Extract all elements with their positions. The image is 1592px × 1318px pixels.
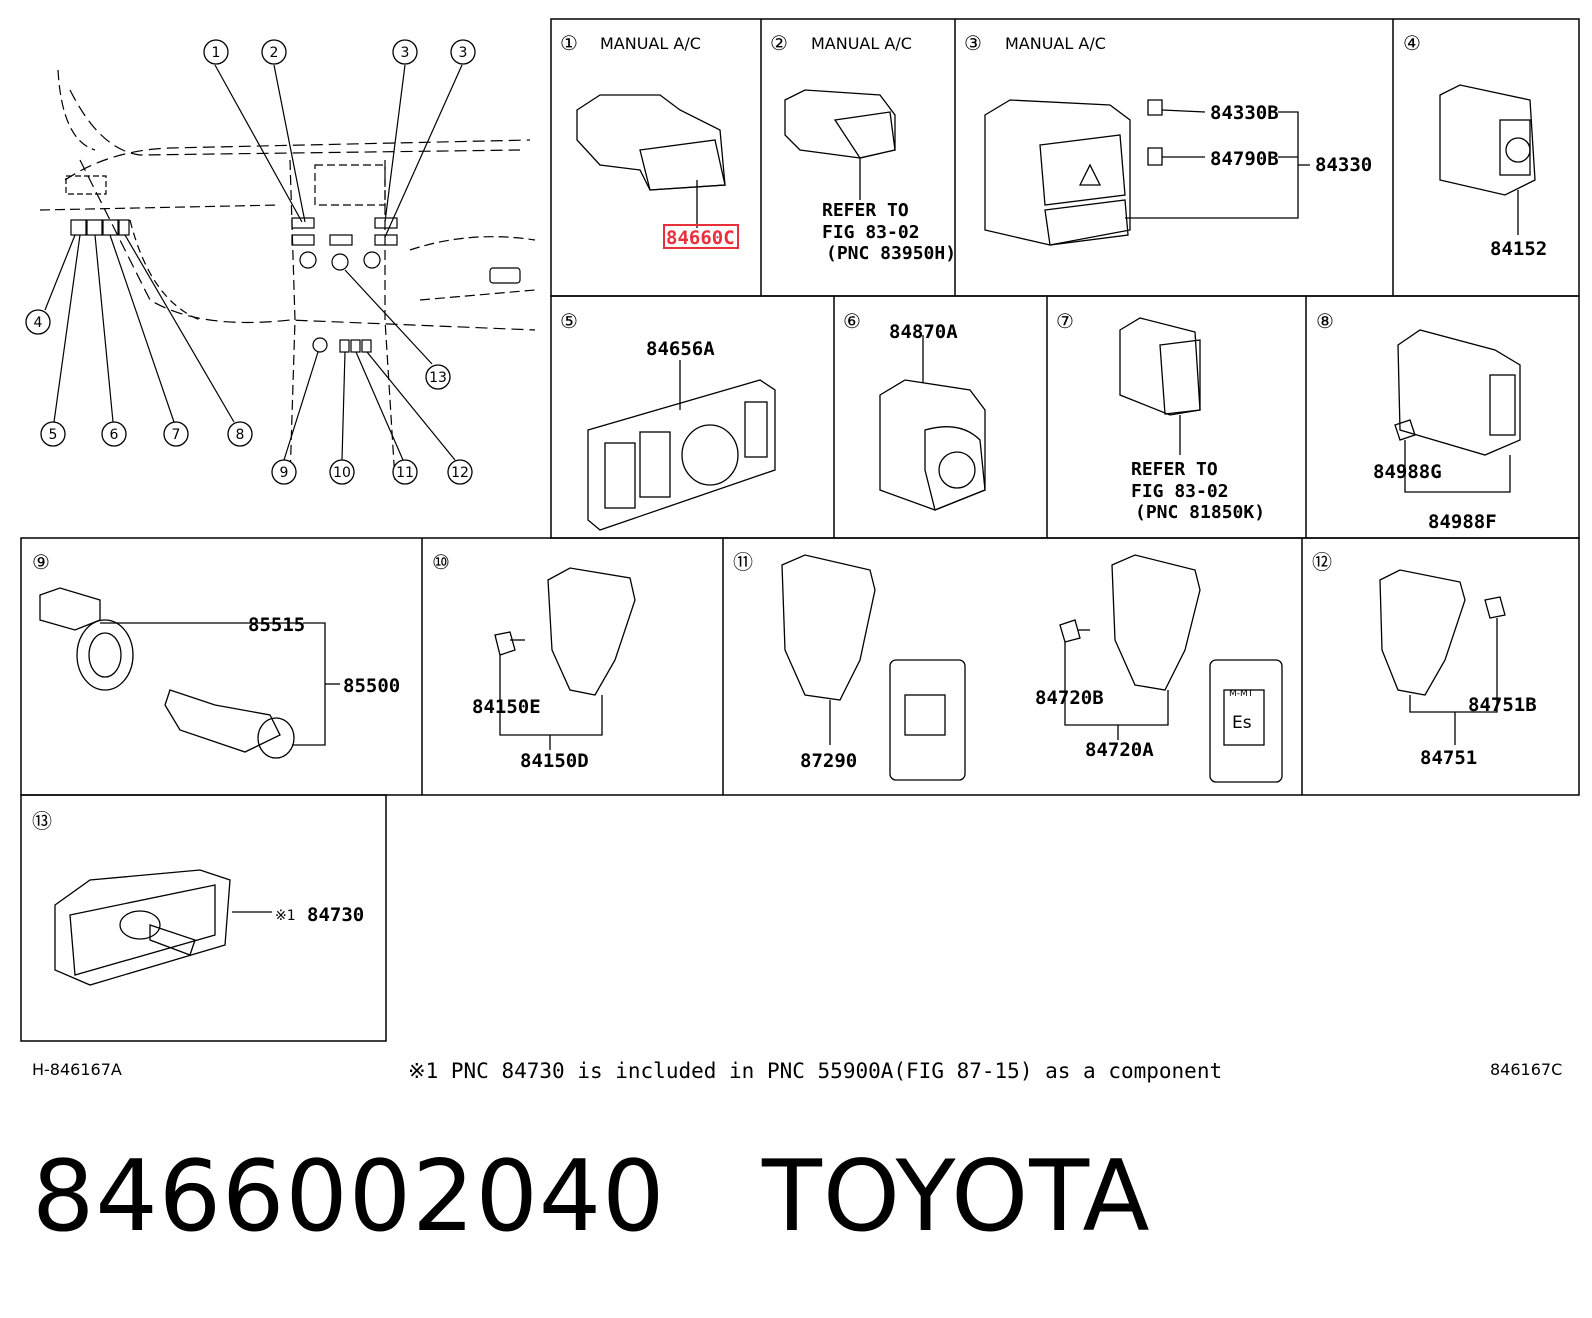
- part-code-84720B[interactable]: 84720B: [1035, 687, 1104, 709]
- svg-text:8: 8: [236, 427, 245, 443]
- part-code-84870A[interactable]: 84870A: [889, 321, 958, 343]
- svg-text:13: 13: [429, 370, 447, 386]
- svg-text:10: 10: [333, 465, 351, 481]
- part-code-84152[interactable]: 84152: [1490, 238, 1547, 260]
- overview-label: 1: [212, 45, 221, 61]
- svg-text:11: 11: [396, 465, 414, 481]
- part-code-84790B[interactable]: 84790B: [1210, 148, 1279, 170]
- panel-12-number: ⑫: [1312, 550, 1332, 574]
- part-title: 8466002040 TOYOTA: [32, 1140, 1151, 1254]
- overview-callout-circle: [203, 39, 229, 65]
- p2-refer-line-2: FIG 83-02: [822, 222, 920, 243]
- panel-8-number: ⑧: [1316, 309, 1334, 333]
- svg-text:9: 9: [280, 465, 289, 481]
- panel-9-number: ⑨: [32, 550, 50, 574]
- part-code-87290[interactable]: 87290: [800, 750, 857, 772]
- svg-text:2: 2: [270, 45, 279, 61]
- svg-text:12: 12: [451, 465, 469, 481]
- top-row-frame: [550, 18, 1580, 297]
- footer-left-code: H-846167A: [32, 1060, 122, 1079]
- part-code-84720A[interactable]: 84720A: [1085, 739, 1154, 761]
- p2-refer-line-1: REFER TO: [822, 200, 909, 221]
- brand-name: TOYOTA: [761, 1140, 1151, 1254]
- part-code-84988F[interactable]: 84988F: [1428, 511, 1497, 533]
- svg-text:4: 4: [34, 315, 43, 331]
- panel-1-number: ①: [560, 31, 578, 55]
- p2-refer-line-3: (PNC 83950H): [826, 243, 956, 264]
- third-row-frame: [20, 537, 1580, 796]
- svg-text:7: 7: [172, 427, 181, 443]
- part-code-84150E[interactable]: 84150E: [472, 696, 541, 718]
- p7-refer-line-3: (PNC 81850K): [1135, 502, 1265, 523]
- p7-refer-line-1: REFER TO: [1131, 459, 1218, 480]
- panel-1-title: MANUAL A/C: [600, 34, 701, 53]
- footer-right-code: 846167C: [1490, 1060, 1562, 1079]
- panel-5-number: ⑤: [560, 309, 578, 333]
- panel-10-number: ⑩: [432, 550, 450, 574]
- highlight-box: [663, 224, 739, 249]
- part-code-84330B[interactable]: 84330B: [1210, 102, 1279, 124]
- svg-text:3: 3: [459, 45, 468, 61]
- panel-6-number: ⑥: [843, 309, 861, 333]
- panel-2-number: ②: [770, 31, 788, 55]
- part-code-84988G[interactable]: 84988G: [1373, 461, 1442, 483]
- part-code-84330[interactable]: 84330: [1315, 154, 1372, 176]
- dashboard-overview: [39, 64, 536, 481]
- p7-refer-line-2: FIG 83-02: [1131, 481, 1229, 502]
- part-code-84656A[interactable]: 84656A: [646, 338, 715, 360]
- part-code-84751[interactable]: 84751: [1420, 747, 1477, 769]
- panel-13-frame: [20, 794, 387, 1042]
- part-code-84150D[interactable]: 84150D: [520, 750, 589, 772]
- panel-3-number: ③: [964, 31, 982, 55]
- svg-text:5: 5: [49, 427, 58, 443]
- es-label: Es: [1232, 713, 1252, 733]
- svg-text:6: 6: [110, 427, 119, 443]
- panel-13-number: ⑬: [32, 809, 52, 833]
- part-code-84660C[interactable]: 84660C: [666, 227, 735, 249]
- part-code-84730[interactable]: 84730: [307, 904, 364, 926]
- svg-text:3: 3: [401, 45, 410, 61]
- part-number: 8466002040: [32, 1140, 666, 1254]
- panel-3-title: MANUAL A/C: [1005, 34, 1106, 53]
- mmt-label: M-MT: [1229, 689, 1254, 699]
- part-code-85500[interactable]: 85500: [343, 675, 400, 697]
- panel-11-number: ⑪: [733, 550, 753, 574]
- panel-2-title: MANUAL A/C: [811, 34, 912, 53]
- note-mark: ※1: [275, 908, 296, 924]
- part-code-85515[interactable]: 85515: [248, 614, 305, 636]
- part-code-84751B[interactable]: 84751B: [1468, 694, 1537, 716]
- panel-7-number: ⑦: [1056, 309, 1074, 333]
- part-illustrations: [39, 84, 1536, 986]
- panel-4-number: ④: [1403, 31, 1421, 55]
- footer-note: ※1 PNC 84730 is included in PNC 55900A(F…: [408, 1059, 1222, 1083]
